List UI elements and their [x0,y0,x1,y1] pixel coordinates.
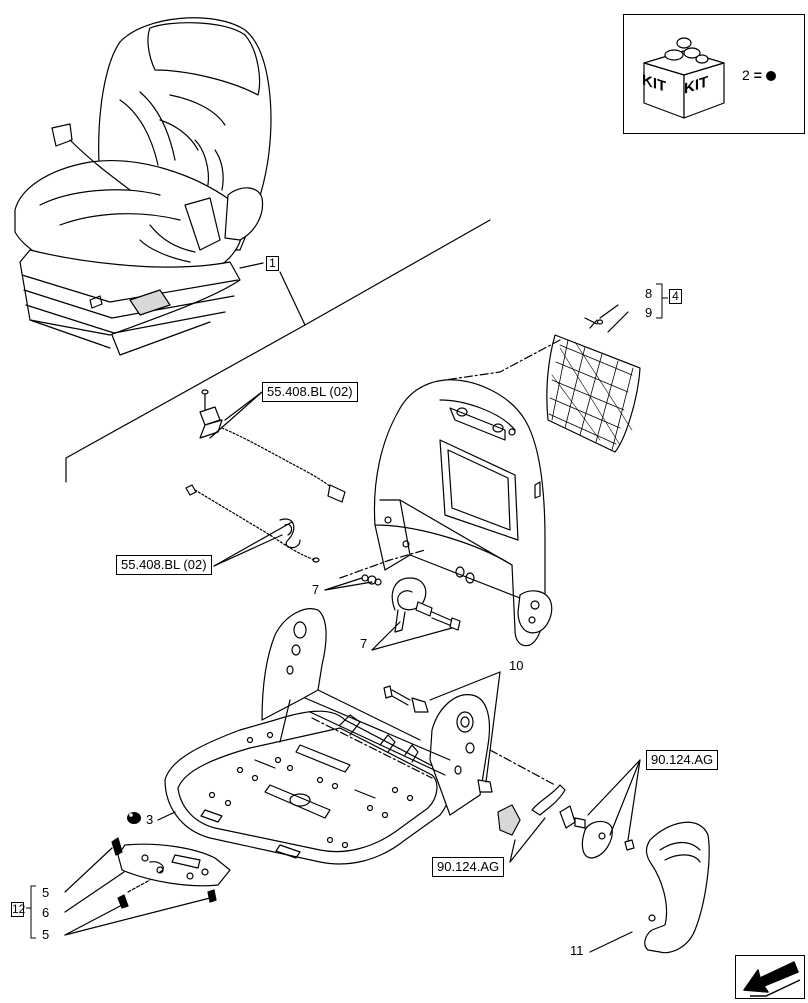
callout-1-box: 1 [266,256,279,271]
ref-harness-top[interactable]: 55.408.BL (02) [262,382,358,402]
callout-5-bottom: 5 [42,927,50,942]
plug-part [127,812,141,824]
callout-4-box: 4 [669,289,682,304]
kit-note-number: 2 [742,67,750,83]
spring-bracket [361,574,461,633]
ref-lever-bottom[interactable]: 90.124.AG [432,857,505,877]
callout-11: 11 [570,943,584,958]
kit-legend: KIT KIT [623,14,805,134]
pivot-bolt [383,685,493,793]
wire-harness-bottom [185,484,320,563]
seat-adjust-plate [111,837,231,909]
callout-12-box: 12 [11,902,26,917]
wire-harness-top [199,389,346,503]
kit-note-equals: = [753,67,762,83]
callout-7-top: 7 [312,582,320,597]
callout-6: 6 [42,905,50,920]
lever-grip [497,804,521,836]
arrow-down-left-icon [743,961,801,997]
complete-seat-illustration [14,17,272,356]
ref-lever-top[interactable]: 90.124.AG [646,750,719,770]
callout-7-bottom: 7 [360,636,368,651]
callout-9: 9 [645,305,653,320]
seat-pan-frame [164,608,491,865]
map-pocket-net [546,317,641,453]
side-cover [644,821,710,954]
callout-8: 8 [645,286,653,301]
nav-arrow-box[interactable] [735,955,805,999]
callout-3: 3 [146,812,154,827]
bracket-8-9 [656,283,668,319]
kit-dot-icon [765,71,776,81]
backrest-frame [373,379,553,647]
ref-harness-bottom[interactable]: 55.408.BL (02) [116,555,212,575]
callout-10: 10 [509,658,524,673]
kit-box-icon [643,37,725,119]
kit-note: 2 = [742,67,776,83]
callout-5-top: 5 [42,885,50,900]
bracket-12 [26,885,36,939]
